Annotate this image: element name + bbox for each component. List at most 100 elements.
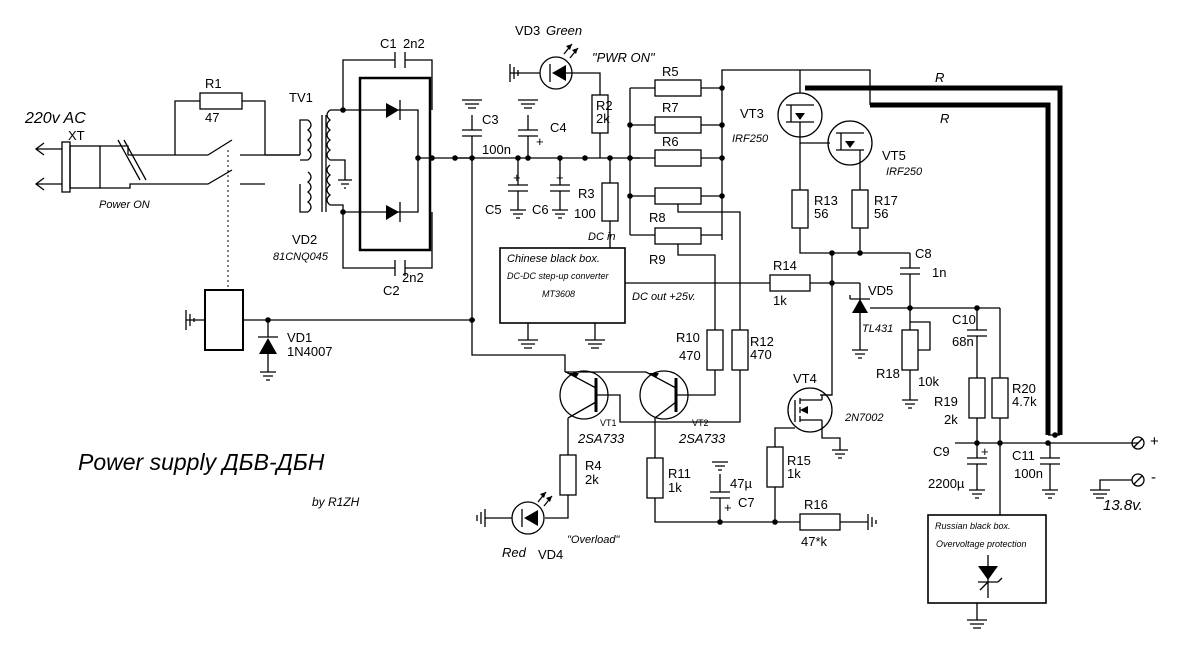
vd1-label: VD1 xyxy=(287,330,312,345)
r3-label: R3 xyxy=(578,186,595,201)
r12-label: R12 xyxy=(750,334,774,349)
c7-label: C7 xyxy=(738,495,755,510)
c8-label: C8 xyxy=(915,246,932,261)
r13-r17-c8 xyxy=(791,189,920,308)
c6-plus: + xyxy=(556,170,564,185)
r13-label: R13 xyxy=(814,193,838,208)
r18-value: 10k xyxy=(918,374,939,389)
vd3-color: Green xyxy=(546,23,582,38)
vd3-label: VD3 xyxy=(515,23,540,38)
c1-label: C1 xyxy=(380,36,397,51)
vt2-label: VT2 xyxy=(692,418,709,428)
c2-value: 2n2 xyxy=(402,270,424,285)
r-top-label-1: R xyxy=(935,70,944,85)
russian-box-line2: Overvoltage protection xyxy=(936,539,1027,549)
vd3-green-led xyxy=(509,43,609,158)
c7-plus: + xyxy=(724,500,732,515)
mosfets-vt3-vt5 xyxy=(777,70,1063,435)
c6-label: C6 xyxy=(532,202,549,217)
c4-label: C4 xyxy=(550,120,567,135)
chinese-black-box xyxy=(499,247,770,349)
r14-value: 1k xyxy=(773,293,787,308)
r2-value: 2k xyxy=(596,111,610,126)
transformer-tv1 xyxy=(299,109,352,213)
r4-value: 2k xyxy=(585,472,599,487)
diagram-author: by R1ZH xyxy=(312,495,360,509)
ac-input-label: 220v AC xyxy=(24,110,86,127)
r11-label: R11 xyxy=(668,466,691,481)
r12-value: 470 xyxy=(750,347,772,362)
c7-value: 47µ xyxy=(730,476,752,491)
chinese-box-line2: DC-DC step-up converter xyxy=(507,271,610,281)
vd4-color: Red xyxy=(502,545,527,560)
c8-value: 1n xyxy=(932,265,946,280)
r18-label: R18 xyxy=(876,366,900,381)
vt3-label: VT3 xyxy=(740,106,764,121)
r3-value: 100 xyxy=(574,206,596,221)
r15-label: R15 xyxy=(787,453,811,468)
r10-label: R10 xyxy=(676,330,700,345)
dc-out-label: DC out +25v. xyxy=(632,291,696,303)
r14-vd5 xyxy=(769,253,1000,396)
c5-plus: + xyxy=(513,170,521,185)
relay-vd1 xyxy=(185,289,475,381)
vt2-value: 2SA733 xyxy=(678,431,726,446)
r11-value: 1k xyxy=(668,480,682,495)
vt4-value: 2N7002 xyxy=(844,412,884,424)
output-minus-label: - xyxy=(1151,469,1156,486)
c9-value: 2200µ xyxy=(928,476,965,491)
vt5-label: VT5 xyxy=(882,148,906,163)
power-on-label: Power ON xyxy=(99,199,150,211)
r19-label: R19 xyxy=(934,394,958,409)
c9-plus: + xyxy=(981,444,989,459)
r1-value: 47 xyxy=(205,110,219,125)
c3-label: C3 xyxy=(482,112,499,127)
chinese-box-line1: Chinese black box. xyxy=(507,253,600,265)
r2-label: R2 xyxy=(596,98,613,113)
r1-label: R1 xyxy=(205,76,222,91)
c10-label: C10 xyxy=(952,312,976,327)
r15-value: 1k xyxy=(787,466,801,481)
russian-box-line1: Russian black box. xyxy=(935,521,1011,531)
pwr-on-label: "PWR ON" xyxy=(592,50,656,65)
r16-value: 47*k xyxy=(801,534,828,549)
vt4-label: VT4 xyxy=(793,371,817,386)
r4-label: R4 xyxy=(585,458,602,473)
output-stage xyxy=(955,432,1145,515)
r1-and-power-switch xyxy=(174,92,300,290)
r9-label: R9 xyxy=(649,252,666,267)
xt-label: XT xyxy=(68,128,85,143)
vd5-value: TL431 xyxy=(862,323,893,335)
c4-plus: + xyxy=(536,134,544,149)
transistors-vt1-vt2 xyxy=(559,329,749,458)
vd1-value: 1N4007 xyxy=(287,344,333,359)
r13-value: 56 xyxy=(814,206,828,221)
c9-label: C9 xyxy=(933,444,950,459)
r17-label: R17 xyxy=(874,193,898,208)
input-caps-rail xyxy=(455,99,640,372)
output-voltage-label: 13.8v. xyxy=(1103,497,1143,514)
r3-dc-in xyxy=(601,158,619,248)
c11-label: C11 xyxy=(1012,448,1035,463)
r20-value: 4.7k xyxy=(1012,394,1037,409)
vd4-red-led xyxy=(476,454,577,535)
r5-label: R5 xyxy=(662,64,679,79)
r-top-label-2: R xyxy=(940,111,949,126)
vt5-value: IRF250 xyxy=(886,166,923,178)
c2-label: C2 xyxy=(383,283,400,298)
c3-value: 100n xyxy=(482,142,511,157)
divider-network xyxy=(901,308,1009,443)
dc-in-label: DC in xyxy=(588,231,616,243)
vd4-label: VD4 xyxy=(538,547,563,562)
r7-label: R7 xyxy=(662,100,679,115)
chinese-box-line3: MT3608 xyxy=(542,289,575,299)
tv1-label: TV1 xyxy=(289,90,313,105)
c10-value: 68n xyxy=(952,334,974,349)
vd2-label: VD2 xyxy=(292,232,317,247)
r8-label: R8 xyxy=(649,210,666,225)
vt1-value: 2SA733 xyxy=(577,431,625,446)
russian-black-box xyxy=(927,514,1047,629)
r14-label: R14 xyxy=(773,258,797,273)
vt3-value: IRF250 xyxy=(732,133,769,145)
